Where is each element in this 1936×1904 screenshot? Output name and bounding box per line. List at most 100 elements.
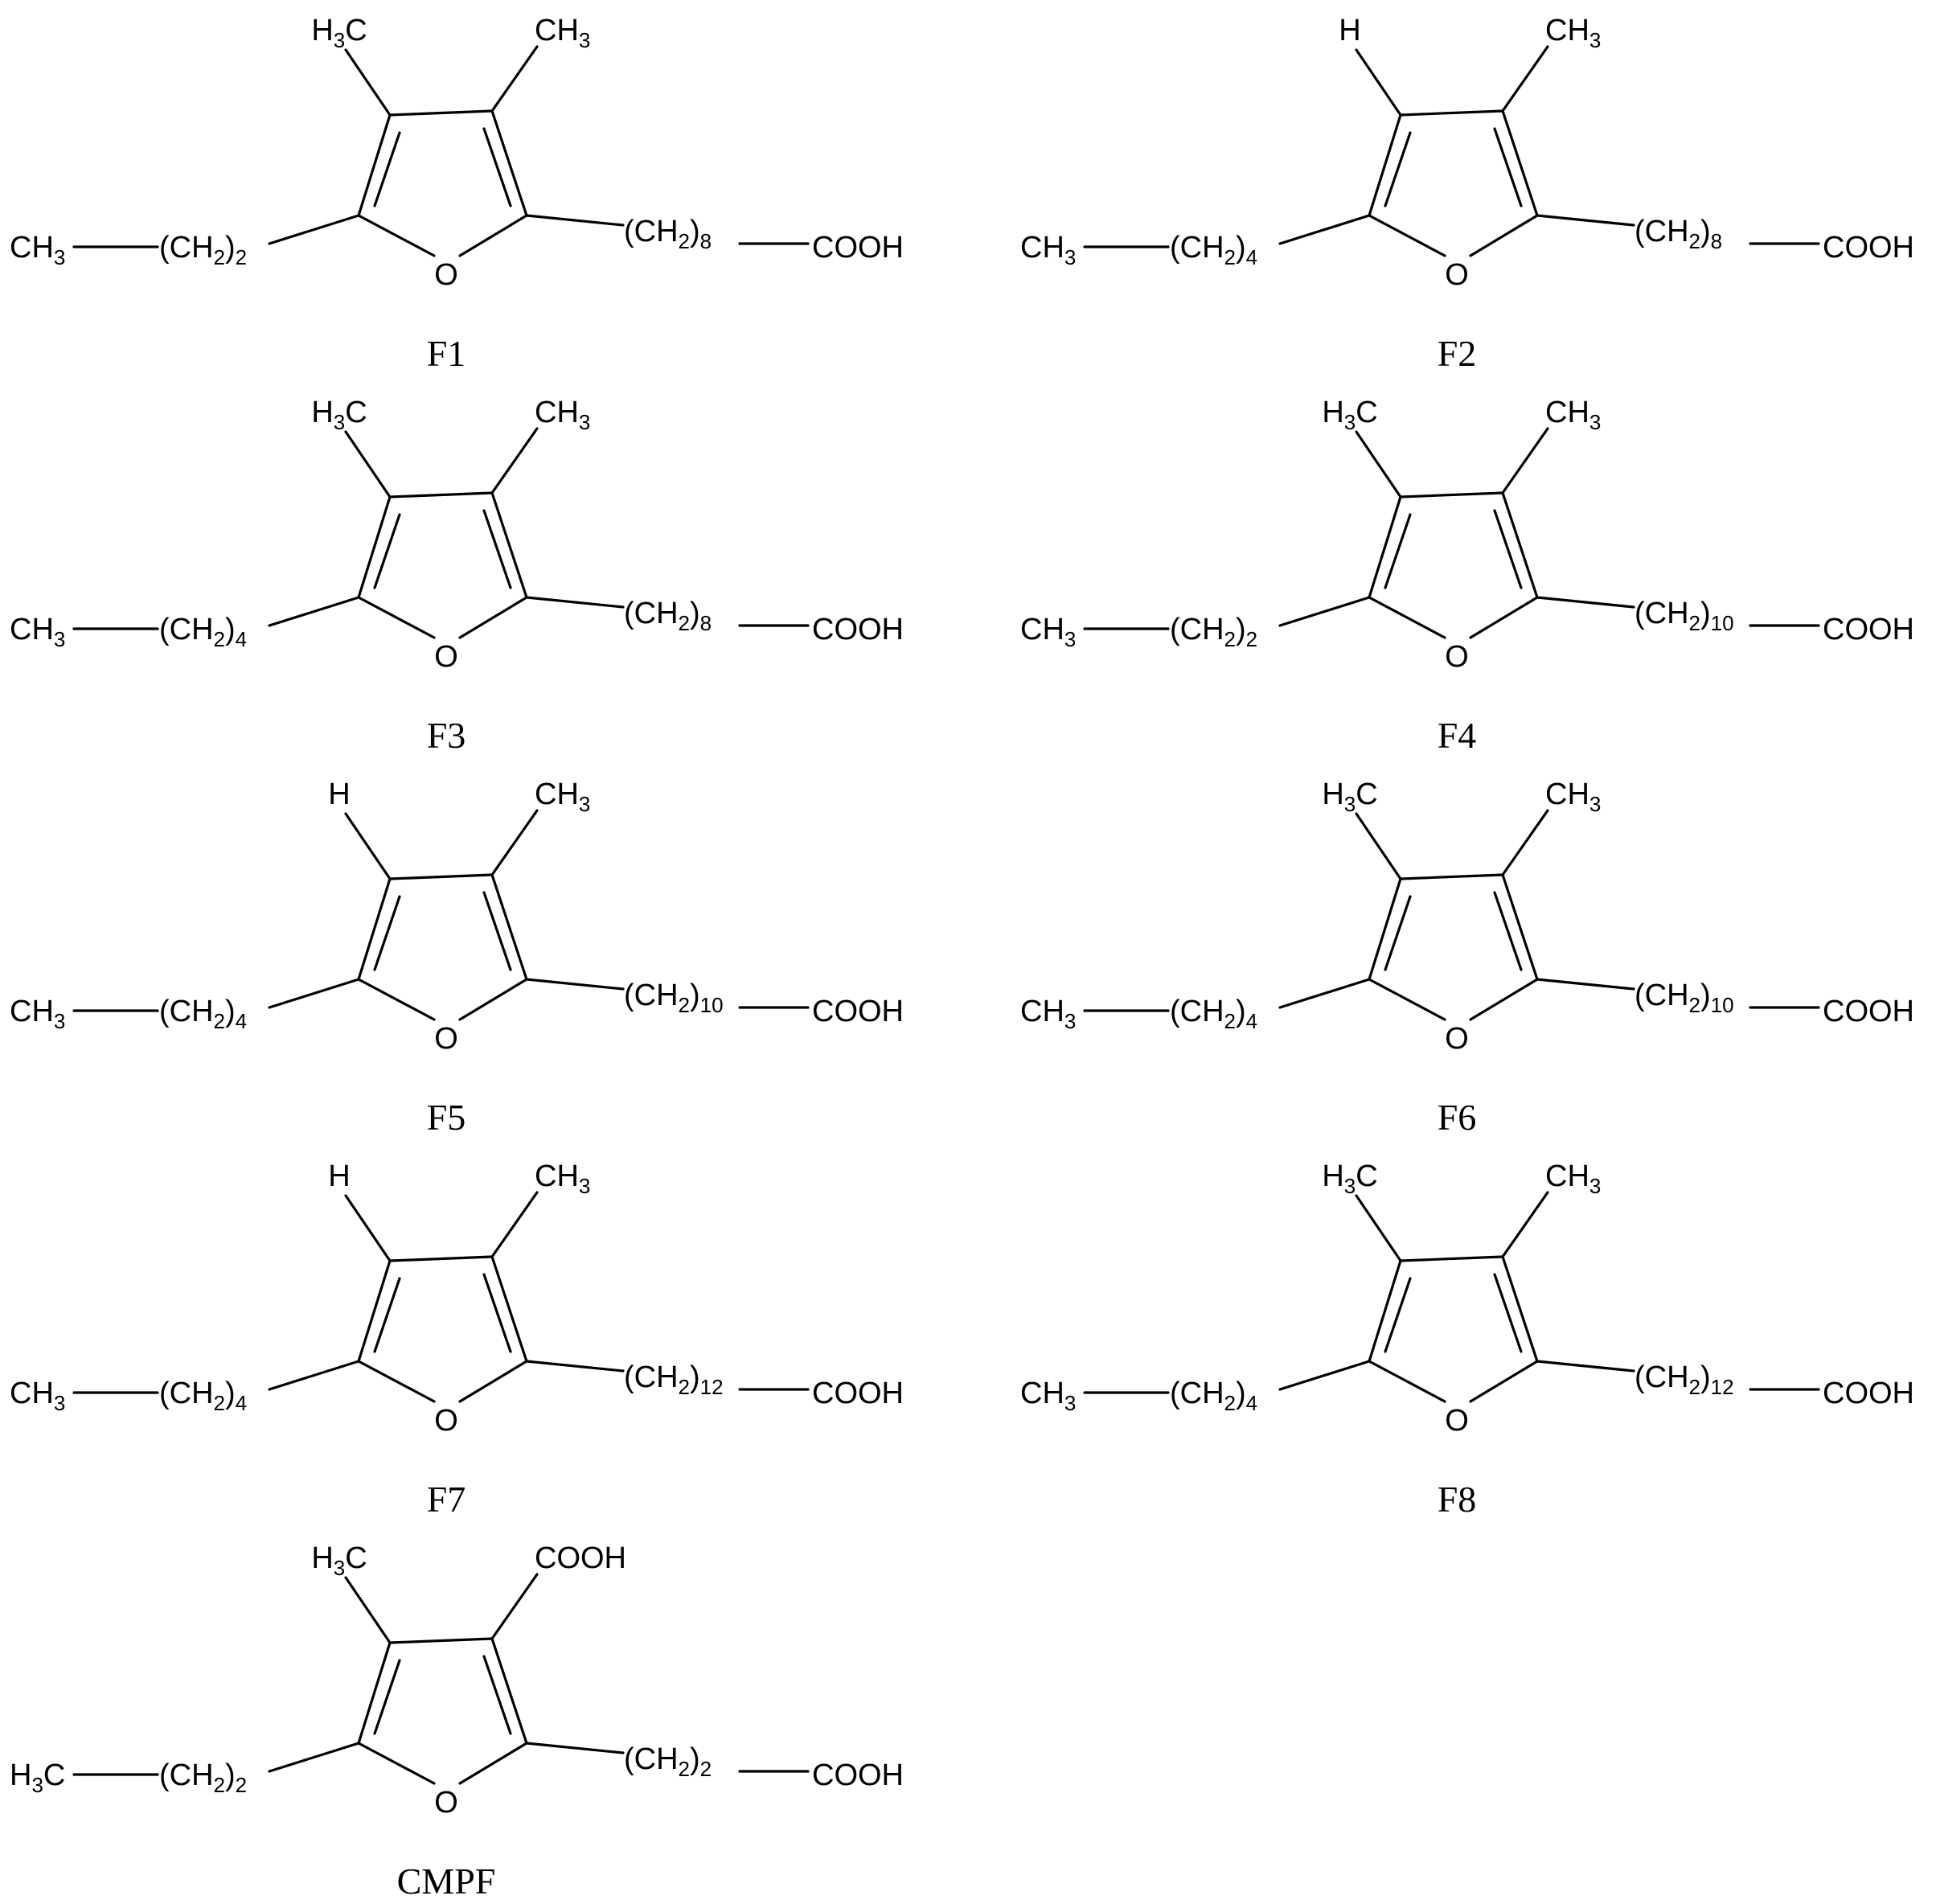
chain-bond	[525, 978, 625, 991]
ring-oxygen: O	[1445, 258, 1469, 292]
left-chain-label: (CH2)4	[159, 613, 247, 651]
ring-double-bond	[482, 1655, 512, 1735]
ring-double-bond	[1493, 509, 1523, 589]
ring-bond-to-oxygen	[458, 1742, 528, 1785]
ring-bond-to-oxygen	[357, 214, 436, 257]
substituent-bond	[344, 812, 392, 880]
left-terminal-group: CH3	[1020, 995, 1076, 1033]
substituent-bond	[344, 1194, 392, 1262]
ring-bond-to-oxygen	[458, 214, 528, 257]
molecule-name: F6	[1438, 1097, 1477, 1138]
chain-bond	[1536, 1360, 1635, 1373]
top-left-substituent: H3C	[1322, 1159, 1377, 1198]
ring-double-bond	[1384, 513, 1412, 589]
ring-bond	[1501, 873, 1539, 981]
left-terminal-group: CH3	[10, 613, 65, 651]
right-chain-label: (CH2)8	[624, 597, 712, 635]
ring-bond	[357, 495, 392, 599]
ring-bond	[490, 491, 528, 599]
right-chain-label: (CH2)8	[624, 215, 712, 253]
ring-double-bond	[482, 1273, 512, 1353]
molecule-name: F5	[427, 1097, 466, 1138]
carboxylic-acid-group: COOH	[812, 613, 904, 646]
top-right-substituent: CH3	[1545, 396, 1601, 434]
chain-bond	[1278, 596, 1371, 627]
top-left-substituent: H3C	[1322, 396, 1377, 434]
ring-double-bond	[482, 891, 512, 971]
substituent-bond	[1355, 1194, 1402, 1262]
ring-bond-to-oxygen	[1469, 214, 1539, 257]
ring-oxygen: O	[434, 258, 458, 292]
ring-bond-to-oxygen	[1368, 596, 1446, 639]
top-right-substituent: CH3	[535, 14, 590, 52]
top-right-substituent: CH3	[1545, 14, 1601, 52]
left-terminal-group: CH3	[10, 231, 65, 269]
substituent-bond	[1501, 809, 1549, 876]
chain-bond	[1536, 978, 1635, 991]
ring-double-bond	[1384, 1277, 1412, 1353]
substituent-bond	[344, 48, 392, 117]
ring-bond-to-oxygen	[357, 1742, 436, 1785]
ring-double-bond	[1493, 127, 1523, 207]
top-right-substituent: CH3	[535, 778, 590, 816]
ring-bond	[357, 877, 392, 981]
ring-double-bond	[1384, 131, 1412, 207]
chain-bond	[525, 1742, 625, 1754]
substituent-bond	[1355, 430, 1402, 499]
ring-bond	[388, 491, 494, 499]
ring-bond-to-oxygen	[357, 1360, 436, 1403]
carboxylic-acid-group: COOH	[812, 995, 904, 1028]
chain-bond	[1536, 214, 1635, 227]
top-left-substituent: H	[328, 1159, 350, 1193]
substituent-bond	[344, 430, 392, 499]
right-chain-label: (CH2)2	[624, 1742, 712, 1781]
substituent-bond	[490, 1191, 539, 1258]
ring-bond	[490, 1637, 528, 1745]
top-left-substituent: H3C	[311, 14, 367, 52]
carboxylic-acid-group: COOH	[812, 231, 904, 265]
ring-oxygen: O	[434, 1022, 458, 1056]
substituent-bond	[1501, 1191, 1549, 1258]
carboxylic-acid-group: COOH	[1823, 231, 1914, 265]
molecule-name: F2	[1438, 333, 1477, 374]
top-right-substituent: CH3	[1545, 1159, 1601, 1198]
left-chain-label: (CH2)4	[1170, 995, 1257, 1033]
ring-bond	[490, 1255, 528, 1363]
top-left-substituent: H3C	[311, 396, 367, 434]
ring-bond	[1368, 495, 1402, 599]
chain-bond	[1278, 978, 1371, 1009]
ring-bond-to-oxygen	[1368, 978, 1446, 1021]
ring-oxygen: O	[1445, 1404, 1469, 1438]
ring-bond	[490, 873, 528, 981]
molecule-name: F3	[427, 715, 466, 756]
substituent-bond	[1501, 45, 1549, 113]
chain-bond	[268, 596, 360, 627]
carboxylic-acid-group: COOH	[1823, 995, 1914, 1028]
ring-double-bond	[1493, 1273, 1523, 1353]
ring-bond	[357, 1259, 392, 1363]
left-chain-label: (CH2)2	[159, 1758, 247, 1797]
ring-bond	[1501, 109, 1539, 217]
top-left-substituent: H	[1339, 14, 1360, 47]
chain-bond	[1278, 214, 1371, 245]
carboxylic-acid-group: COOH	[1823, 1377, 1914, 1410]
top-left-substituent: H3C	[311, 1541, 367, 1580]
ring-double-bond	[373, 513, 401, 589]
molecule-name: F7	[427, 1479, 466, 1520]
ring-bond	[388, 109, 494, 117]
left-terminal-group: H3C	[10, 1758, 65, 1797]
left-chain-label: (CH2)4	[1170, 1377, 1257, 1415]
ring-double-bond	[373, 895, 401, 971]
carboxylic-acid-group: COOH	[812, 1758, 904, 1792]
ring-oxygen: O	[434, 1786, 458, 1820]
chain-bond	[268, 978, 360, 1009]
ring-bond	[1399, 873, 1504, 880]
substituent-bond	[490, 1573, 539, 1640]
ring-bond-to-oxygen	[458, 978, 528, 1021]
ring-bond-to-oxygen	[1368, 214, 1446, 257]
